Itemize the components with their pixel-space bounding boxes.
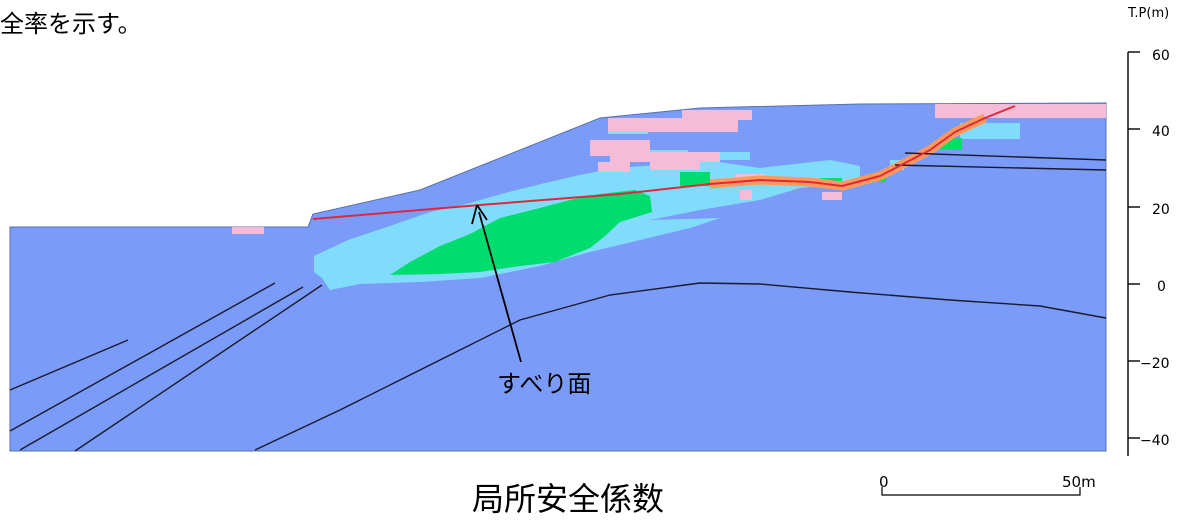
header-text: 全率を示す。 [0,10,142,38]
slip-surface-label: すべり面 [497,370,592,398]
diagram-caption: 局所安全係数 [472,480,665,518]
pink-zone [232,104,1106,234]
scale-bar [881,487,1081,496]
axis-unit-label: T.P(m) [1128,6,1170,21]
elevation-axis [1127,51,1140,456]
axis-tick-label: −40 [1140,433,1170,449]
slip-surface-line [312,105,1016,220]
ground-body [9,102,1107,452]
axis-tick-label: −20 [1140,356,1170,372]
scale-end-label: 50m [1062,473,1096,491]
axis-tick-label: 40 [1152,124,1170,140]
scale-zero-label: 0 [879,473,889,491]
axis-tick-label: 0 [1157,279,1166,295]
axis-tick-label: 60 [1152,48,1170,64]
slip-surface-arrow [471,204,522,363]
axis-tick-label: 20 [1152,202,1170,218]
geological-boundaries [9,152,1107,452]
